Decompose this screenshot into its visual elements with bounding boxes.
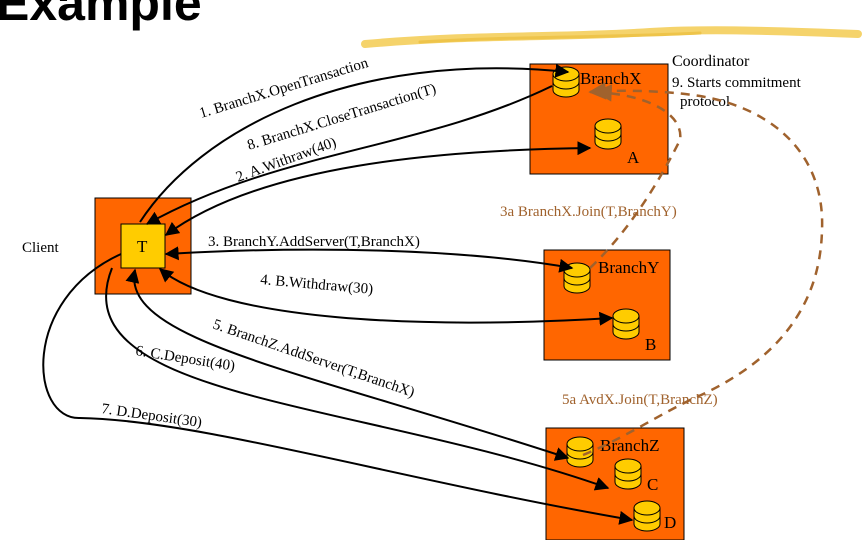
- join-z-label: 5a AvdX.Join(T,BranchZ): [562, 392, 718, 408]
- arrow-join-y: [589, 84, 682, 269]
- transaction-label: T: [137, 237, 148, 256]
- join-arrows: [582, 82, 824, 457]
- message-5-label: 5. BranchZ.AddServer(T,BranchX): [211, 317, 417, 401]
- slide-title: Example: [0, 0, 202, 31]
- account-d-cylinder-icon: [633, 500, 661, 532]
- starts-commitment-label-1: 9. Starts commitment: [672, 75, 802, 91]
- branch-z-label: BranchZ: [600, 436, 659, 455]
- branch-x-label: BranchX: [580, 69, 641, 88]
- starts-commitment-label-2: protocol: [680, 94, 730, 110]
- coordinator-label: Coordinator: [672, 53, 750, 70]
- account-a-cylinder-icon: [594, 118, 622, 150]
- branch-y-label: BranchY: [598, 258, 659, 277]
- arrow-deposit-d: [42, 253, 634, 525]
- message-7-label: 7. D.Deposit(30): [100, 401, 202, 431]
- client-label: Client: [22, 240, 59, 256]
- account-a-label: A: [627, 148, 640, 167]
- arrow-deposit-c: [105, 267, 610, 491]
- arrow-add-server-z: [125, 268, 570, 461]
- account-b-cylinder-icon: [612, 308, 640, 340]
- account-c-label: C: [647, 475, 658, 494]
- decorative-swoosh: [361, 26, 862, 48]
- arrow-add-server-y: [164, 246, 574, 273]
- message-arrows: [42, 63, 634, 525]
- arrow-open-transaction: [139, 63, 570, 223]
- join-y-label: 3a BranchX.Join(T,BranchY): [500, 204, 677, 220]
- account-d-label: D: [664, 513, 676, 532]
- transaction-box: [120, 223, 166, 269]
- message-4-label: 4. B.Withdraw(30): [260, 272, 374, 298]
- message-3-label: 3. BranchY.AddServer(T,BranchX): [208, 234, 420, 250]
- account-b-label: B: [645, 335, 656, 354]
- arrow-join-z: [582, 82, 824, 457]
- account-c-cylinder-icon: [614, 458, 642, 490]
- arrow-withdraw-a: [164, 141, 592, 236]
